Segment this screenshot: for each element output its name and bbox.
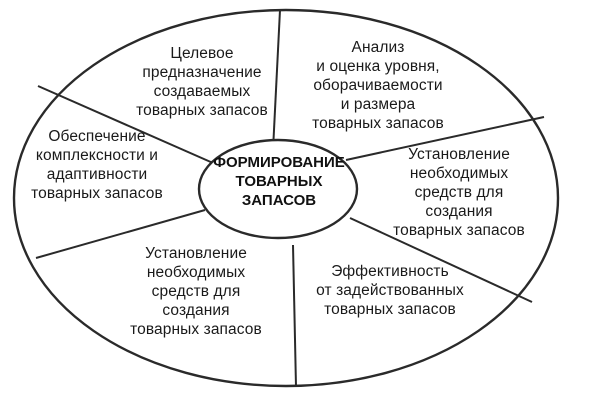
- sector-left-text: Обеспечение комплексности и адаптивности…: [31, 128, 163, 202]
- sector-top-right-text: Анализ и оценка уровня, оборачиваемости …: [312, 39, 444, 132]
- center-title: ФОРМИРОВАНИЕ ТОВАРНЫХ ЗАПАСОВ: [213, 154, 345, 209]
- sector-right-text: Установление необходимых средств для соз…: [393, 146, 525, 239]
- divider-upper-left: [37, 85, 214, 164]
- divider-upper-right: [345, 116, 545, 161]
- divider-top: [272, 9, 281, 151]
- sector-top-left-text: Целевое предназначение создаваемых товар…: [136, 45, 268, 119]
- sector-bottom-left-text: Установление необходимых средств для соз…: [130, 245, 262, 338]
- divider-lower-right: [349, 217, 533, 303]
- divider-bottom: [292, 244, 297, 388]
- sector-bottom-right-text: Эффективность от задействованных товарны…: [316, 263, 464, 318]
- center-ellipse: [197, 138, 359, 240]
- divider-lower-left: [35, 209, 206, 259]
